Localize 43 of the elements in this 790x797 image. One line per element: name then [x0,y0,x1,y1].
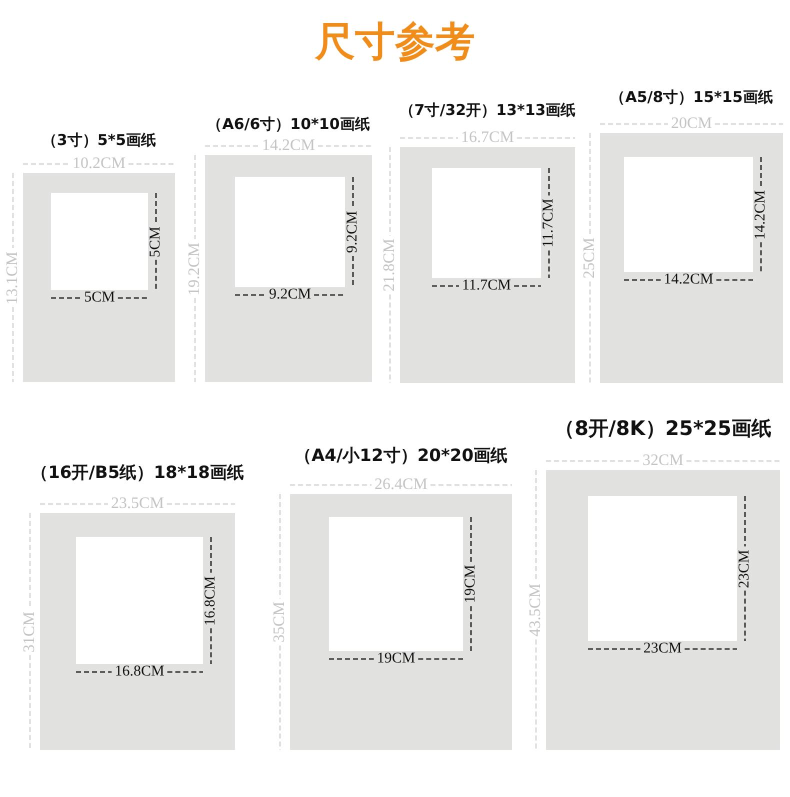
dimension-label: 32CM [642,453,684,469]
dimension-label: 10.2CM [72,156,126,172]
size-heading: （A6/6寸）10*10画纸 [207,117,370,132]
dimension-label: 31CM [22,611,38,652]
dimension-label: 20CM [671,116,712,132]
dimension-label: 13.1CM [5,251,21,304]
dimension-label: 21.8CM [382,238,398,292]
page-title: 尺寸参考 [314,18,476,66]
dimension-label: 14.2CM [262,138,315,154]
dimension-label: 35CM [272,602,288,642]
size-heading: （A4/小12寸）20*20画纸 [294,448,508,465]
dimension-label: 23CM [738,549,752,588]
size-heading: （7寸/32开）13*13画纸 [399,103,576,118]
window-cutout [624,157,753,272]
dimension-label: 26.4CM [374,477,428,493]
dimension-label: 16.7CM [461,130,514,146]
size-heading: （A5/8寸）15*15画纸 [610,90,773,105]
window-cutout [329,517,463,651]
size-heading: （8开/8K）25*25画纸 [554,418,772,438]
dimension-label: 43.5CM [528,584,544,636]
dimension-label: 23.5CM [111,496,164,512]
dimension-label: 19.2CM [187,242,203,295]
dimension-label: 19CM [464,564,478,604]
dimension-label: 14.2CM [664,272,714,288]
window-cutout [588,496,737,641]
window-cutout [432,168,541,278]
dimension-label: 9.2CM [268,288,312,302]
window-cutout [235,177,345,287]
dimension-label: 11.7CM [542,198,556,248]
dimension-label: 9.2CM [346,210,360,254]
dimension-label: 5CM [148,226,164,257]
size-heading: （16开/B5纸）18*18画纸 [31,465,244,482]
window-cutout [51,193,148,290]
dimension-label: 16.8CM [204,576,218,626]
dimension-label: 11.7CM [462,278,512,294]
dimension-label: 25CM [582,238,598,278]
dimension-label: 16.8CM [114,664,164,680]
dimension-label: 14.2CM [754,190,768,240]
window-cutout [76,537,203,664]
dimension-label: 23CM [643,642,682,656]
dimension-label: 5CM [84,290,115,306]
dimension-label: 19CM [376,652,416,666]
size-heading: （3寸）5*5画纸 [42,133,156,148]
